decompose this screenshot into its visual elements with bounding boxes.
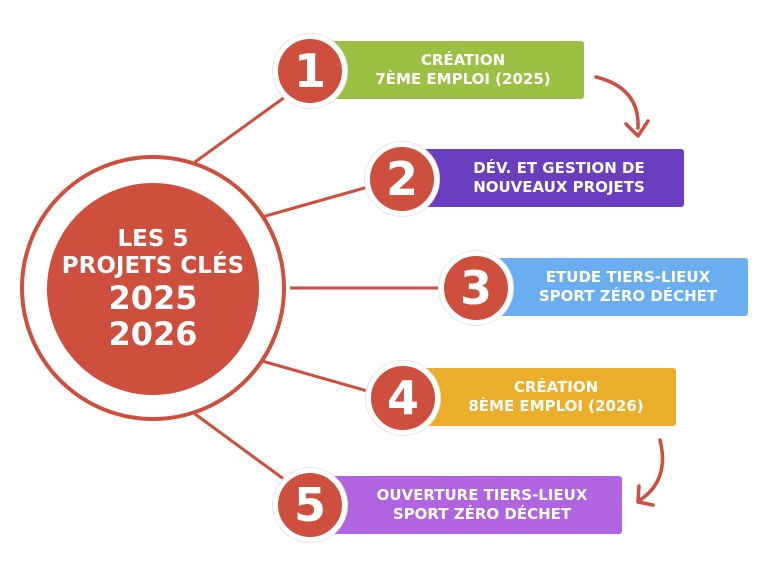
curved-arrow-down-icon: [594, 75, 640, 130]
project-5-label: OUVERTURE TIERS-LIEUX SPORT ZÉRO DÉCHET: [310, 476, 622, 534]
project-4-line2: 8ÈME EMPLOI (2026): [468, 397, 644, 415]
center-year-2: 2026: [108, 315, 198, 353]
project-3-line2: SPORT ZÉRO DÉCHET: [538, 287, 718, 305]
project-4-label: CRÉATION 8ÈME EMPLOI (2026): [404, 368, 676, 426]
project-4-line1: CRÉATION: [513, 378, 599, 396]
outer-ring: [20, 155, 286, 421]
project-5-line1: OUVERTURE TIERS-LIEUX: [376, 486, 588, 504]
curved-arrow-down-left-icon: [638, 438, 665, 502]
center-title-circle: LES 5 PROJETS CLÉS 2025 2026: [47, 183, 259, 395]
center-title-line2: PROJETS CLÉS: [61, 253, 245, 279]
center-title-line1: LES 5: [117, 226, 189, 252]
project-3-line1: ETUDE TIERS-LIEUX: [545, 268, 711, 286]
project-2-number: 2: [365, 142, 439, 216]
project-3-label: ETUDE TIERS-LIEUX SPORT ZÉRO DÉCHET: [476, 258, 748, 316]
center-year-1: 2025: [108, 279, 198, 317]
connector-line-2: [261, 183, 376, 219]
project-1-label: CRÉATION 7ÈME EMPLOI (2025): [310, 41, 584, 99]
project-1-number: 1: [273, 34, 347, 108]
connector-line-5: [194, 412, 286, 482]
project-4-number: 4: [366, 361, 440, 435]
project-5-line2: SPORT ZÉRO DÉCHET: [392, 505, 572, 523]
project-2-line1: DÉV. ET GESTION DE: [473, 159, 645, 177]
project-3-number: 3: [439, 251, 513, 325]
project-5-number: 5: [273, 468, 347, 542]
connector-line-4: [261, 359, 379, 396]
connector-line-1: [194, 95, 286, 164]
project-1-line1: CRÉATION: [420, 51, 506, 69]
project-2-line2: NOUVEAUX PROJETS: [473, 178, 645, 196]
project-2-label: DÉV. ET GESTION DE NOUVEAUX PROJETS: [402, 149, 684, 207]
project-1-line2: 7ÈME EMPLOI (2025): [375, 70, 551, 88]
